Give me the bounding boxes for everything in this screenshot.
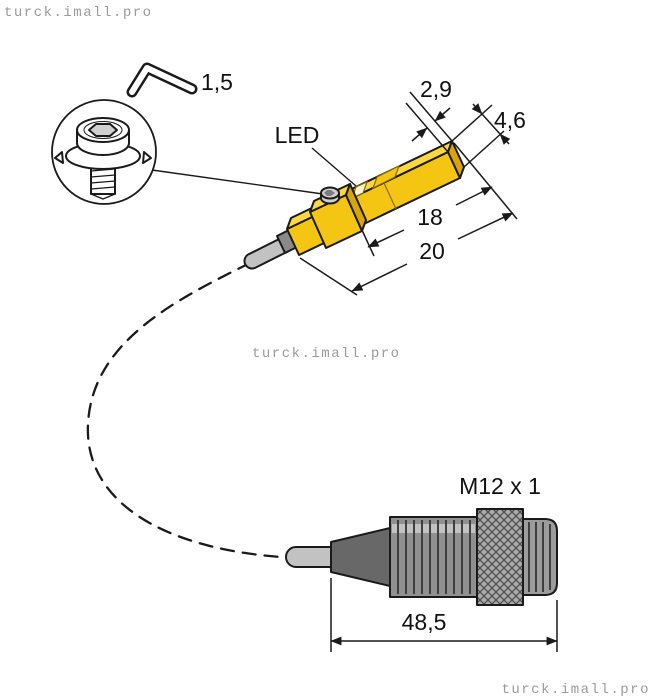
sensor-cable <box>243 229 298 270</box>
connector-thread <box>522 518 558 596</box>
led-leader-line <box>311 147 357 187</box>
connector-knurl-ring <box>476 508 524 606</box>
hex-key-icon <box>126 62 198 98</box>
dimension-height: 4,6 <box>451 103 526 168</box>
dimension-length-20: 20 <box>299 212 514 296</box>
sensor-clamp <box>309 183 367 249</box>
connector-boot <box>330 527 391 587</box>
dim-height-label: 4,6 <box>494 107 526 133</box>
screw-detail-view <box>51 99 157 205</box>
thread-size-label: M12 x 1 <box>459 473 541 499</box>
hex-socket-detail-icon <box>88 123 118 137</box>
connector-body-highlight <box>392 524 475 533</box>
m12-connector <box>285 508 558 606</box>
clamp-screw <box>320 186 340 205</box>
cable-curve <box>86 261 283 559</box>
dimension-length-18: 18 <box>360 186 493 257</box>
sensor-top-notch <box>371 164 401 190</box>
magnifier-leader-line <box>151 169 331 196</box>
sensor-body <box>286 140 465 256</box>
dim-connector-length-label: 48,5 <box>402 609 447 635</box>
watermark-top-left: turck.imall.pro <box>4 5 153 21</box>
led-label: LED <box>275 122 320 148</box>
hex-key-size-label: 1,5 <box>201 69 233 95</box>
dimension-width: 2,9 <box>405 76 453 153</box>
dimension-connector-length: 48,5 <box>330 578 558 652</box>
mounting-screw-icon <box>54 117 152 200</box>
watermark-center: turck.imall.pro <box>252 346 401 362</box>
dim-width-label: 2,9 <box>420 76 452 102</box>
sensor-seam-line <box>383 182 397 210</box>
led-window <box>350 180 369 200</box>
connector-body <box>389 516 478 598</box>
watermark-bottom-right: turck.imall.pro <box>501 682 650 698</box>
dim-length-18-label: 18 <box>417 204 443 230</box>
connector-body-flutes <box>397 520 471 594</box>
hex-socket-icon <box>324 190 335 196</box>
dimension-extension-right <box>453 142 518 220</box>
dim-length-20-label: 20 <box>419 238 445 264</box>
